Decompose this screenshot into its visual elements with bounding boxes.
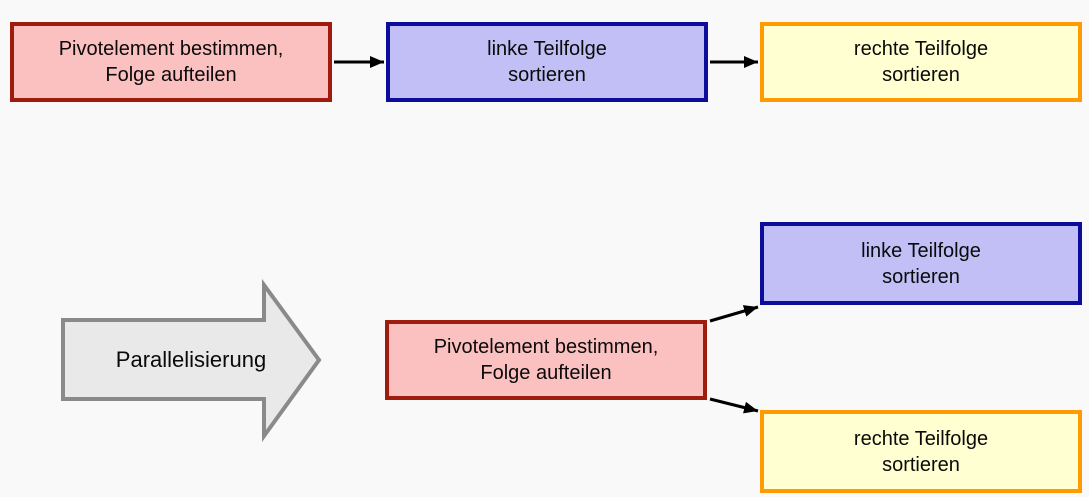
box-pivot-parallel-line2: Folge aufteilen <box>480 362 612 384</box>
box-pivot-parallel: Pivotelement bestimmen, Folge aufteilen <box>385 320 707 400</box>
box-left-subsequence-parallel: linke Teilfolge sortieren <box>760 222 1082 305</box>
box-right-subsequence-parallel: rechte Teilfolge sortieren <box>760 410 1082 493</box>
box-left-subsequence-sequential: linke Teilfolge sortieren <box>386 22 708 102</box>
box-pivot-sequential-line2: Folge aufteilen <box>105 64 237 86</box>
box-pivot-sequential-line1: Pivotelement bestimmen, <box>58 38 284 60</box>
box-left-subsequence-sequential-line2: sortieren <box>508 64 586 86</box>
box-right-subsequence-sequential-line1: rechte Teilfolge <box>853 38 989 60</box>
box-right-subsequence-sequential: rechte Teilfolge sortieren <box>760 22 1082 102</box>
arrow-par-pivot-to-left <box>709 305 759 323</box>
box-right-subsequence-sequential-line2: sortieren <box>882 64 960 86</box>
box-pivot-parallel-line1: Pivotelement bestimmen, <box>433 336 659 358</box>
box-pivot-sequential: Pivotelement bestimmen, Folge aufteilen <box>10 22 332 102</box>
arrow-par-pivot-to-right <box>709 397 759 414</box>
box-left-subsequence-parallel-line2: sortieren <box>882 265 960 288</box>
box-left-subsequence-parallel-line1: linke Teilfolge <box>861 239 981 262</box>
box-right-subsequence-parallel-line1: rechte Teilfolge <box>853 427 989 450</box>
parallelisierung-arrow-label: Parallelisierung <box>115 347 267 372</box>
box-left-subsequence-sequential-line1: linke Teilfolge <box>487 38 607 60</box>
box-right-subsequence-parallel-line2: sortieren <box>882 453 960 476</box>
